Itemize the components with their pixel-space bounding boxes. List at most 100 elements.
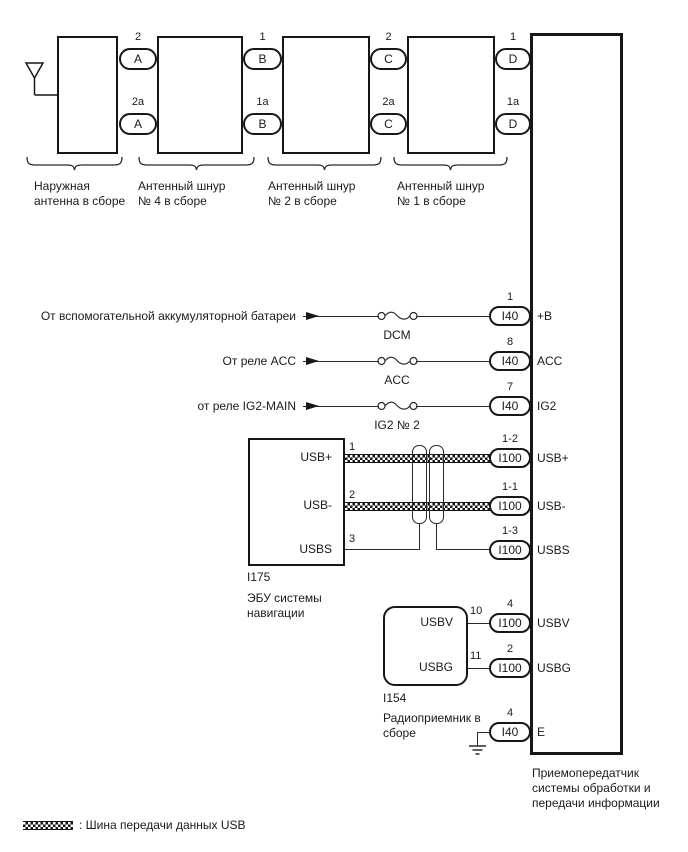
group-label: Антенный шнур № 1 в сборе	[397, 179, 484, 209]
radio-pin: 10	[470, 605, 483, 617]
group-label-line: Наружная	[34, 179, 90, 193]
wire	[477, 732, 478, 746]
ecu-terminal-label: USBS	[299, 542, 332, 556]
group-label-line: № 1 в сборе	[397, 194, 466, 208]
connector-pin: 1-2	[502, 433, 518, 445]
main-unit-label-line: передачи информации	[532, 796, 660, 810]
connector-oval: D	[495, 48, 531, 70]
wire	[416, 406, 490, 407]
component-code: I154	[383, 691, 407, 705]
radio-pin: 11	[470, 650, 482, 662]
connector-oval: I40	[489, 722, 531, 742]
signal-label: E	[537, 725, 546, 739]
group-label-line: № 4 в сборе	[138, 194, 207, 208]
main-unit-label-line: системы обработки и	[532, 781, 651, 795]
connector-oval: A	[119, 113, 157, 135]
navigation-ecu-box	[248, 438, 345, 566]
connector-pin: 1-3	[502, 525, 518, 537]
component-label: ЭБУ системы навигации	[247, 591, 322, 621]
connector-pin: 2	[506, 643, 514, 655]
wire	[416, 316, 490, 317]
ground-icon	[469, 745, 486, 755]
fuse-label: DCM	[383, 328, 411, 342]
brace-icon	[138, 156, 255, 171]
group-label-line: Антенный шнур	[268, 179, 356, 193]
wire	[416, 361, 490, 362]
radio-receiver-box	[383, 606, 468, 686]
arrow-icon	[306, 402, 319, 410]
connector-oval: I40	[489, 306, 531, 326]
component-label-line: навигации	[247, 606, 305, 620]
component-label-line: Радиоприемник в	[383, 711, 481, 725]
usb-data-bus-wire	[345, 502, 491, 511]
power-source-label: От вспомогательной аккумуляторной батаре…	[40, 309, 296, 323]
connector-oval: I40	[489, 351, 531, 371]
arrow-icon	[306, 312, 319, 320]
connector-oval: A	[119, 48, 157, 70]
antenna-cord-4-box	[157, 36, 243, 154]
wire	[303, 406, 379, 407]
connector-pin: 1a	[256, 96, 269, 108]
connector-pin: 7	[506, 381, 514, 393]
wire	[345, 549, 420, 550]
connector-oval: B	[243, 113, 282, 135]
wire	[436, 549, 491, 550]
fuse-label: ACC	[384, 373, 410, 387]
fuse-icon	[377, 311, 418, 321]
connector-oval: I100	[489, 448, 531, 468]
power-source-label: От реле ACC	[222, 354, 296, 368]
connector-oval: C	[370, 113, 407, 135]
connector-oval: I40	[489, 396, 531, 416]
connector-pin: 1	[259, 31, 266, 43]
group-label: Наружная антенна в сборе	[34, 179, 125, 209]
antenna-cord-1-box	[407, 36, 495, 154]
ecu-terminal-label: USB-	[303, 498, 332, 512]
connector-oval: I100	[489, 658, 531, 678]
wire	[303, 361, 379, 362]
main-unit-label: Приемопередатчик системы обработки и пер…	[532, 766, 660, 811]
connector-pin: 2	[385, 31, 392, 43]
group-label-line: антенна в сборе	[34, 194, 126, 208]
brace-icon	[267, 156, 382, 171]
connector-pin: 1	[506, 291, 514, 303]
connector-oval: B	[243, 48, 282, 70]
group-label: Антенный шнур № 4 в сборе	[138, 179, 225, 209]
transceiver-box	[530, 33, 623, 755]
wire	[477, 732, 490, 733]
component-label-line: сборе	[383, 726, 416, 740]
ecu-pin: 2	[349, 489, 356, 501]
ecu-terminal-label: USB+	[300, 450, 332, 464]
wire	[468, 623, 490, 624]
shield-drain-wire	[419, 523, 420, 550]
connector-oval: I100	[489, 496, 531, 516]
antenna-icon	[24, 62, 57, 96]
component-label-line: ЭБУ системы	[247, 591, 322, 605]
arrow-icon	[306, 357, 319, 365]
signal-label: USBG	[537, 661, 572, 675]
wire	[303, 316, 379, 317]
connector-pin: 2a	[131, 96, 145, 108]
group-label: Антенный шнур № 2 в сборе	[268, 179, 355, 209]
signal-label: ACC	[537, 354, 563, 368]
connector-oval: I100	[489, 540, 531, 560]
connector-pin: 4	[506, 707, 514, 719]
connector-oval: D	[495, 113, 531, 135]
usb-bus-legend-swatch	[23, 821, 73, 830]
connector-pin: 1	[509, 31, 517, 43]
component-label: Радиоприемник в сборе	[383, 711, 481, 741]
usb-data-bus-wire	[345, 454, 491, 463]
component-code: I175	[247, 570, 271, 584]
radio-terminal-label: USBG	[418, 660, 453, 674]
signal-label: USBV	[537, 616, 570, 630]
connector-pin: 8	[506, 336, 514, 348]
group-label-line: Антенный шнур	[138, 179, 226, 193]
fuse-icon	[377, 356, 418, 366]
radio-terminal-label: USBV	[420, 615, 453, 629]
usb-bus-legend-label: : Шина передачи данных USB	[79, 818, 246, 832]
brace-icon	[26, 156, 123, 171]
connector-oval: C	[370, 48, 407, 70]
connector-pin: 4	[506, 598, 514, 610]
signal-label: USB+	[537, 451, 569, 465]
ecu-pin: 1	[349, 441, 356, 453]
connector-oval: I100	[489, 613, 531, 633]
